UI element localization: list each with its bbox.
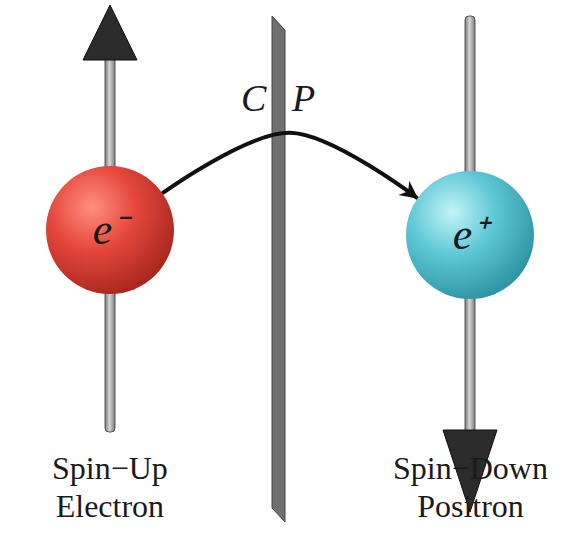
caption-text: Spin−Up Electron — [52, 450, 168, 526]
particle-symbol: e⁺ — [453, 213, 488, 257]
spin-arrowhead — [83, 5, 137, 60]
sphere-shape — [406, 171, 534, 299]
operator-letter: P — [292, 76, 315, 121]
particle-sphere: e⁻ — [45, 165, 175, 295]
particle-symbol: e⁻ — [93, 208, 128, 252]
operator-label: P — [292, 76, 315, 121]
particle-caption: Spin−Down Positron — [393, 450, 548, 526]
transform-arrow — [163, 133, 417, 198]
operator-letter: C — [241, 76, 266, 121]
particle-caption: Spin−Up Electron — [52, 450, 168, 526]
mirror-plane — [272, 16, 285, 522]
operator-label: C — [241, 76, 266, 121]
particle-sphere: e⁺ — [405, 170, 535, 300]
caption-text: Spin−Down Positron — [393, 450, 548, 526]
sphere-shape — [46, 166, 174, 294]
